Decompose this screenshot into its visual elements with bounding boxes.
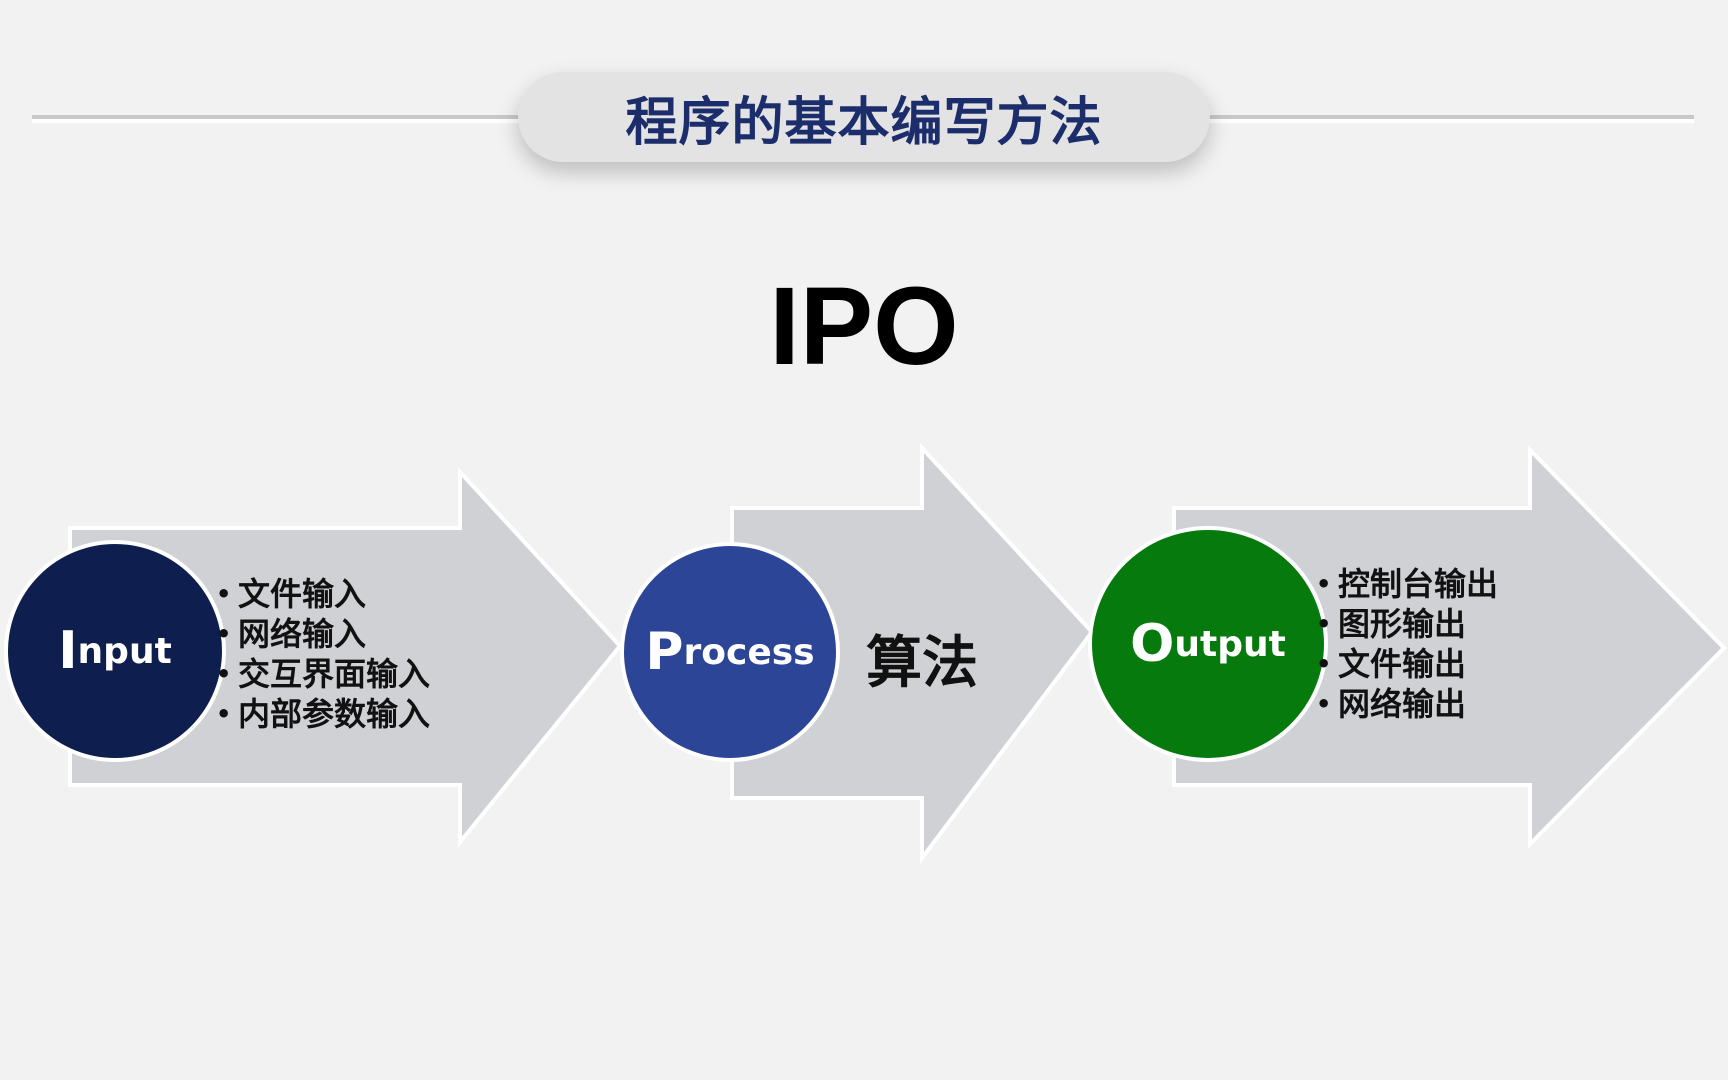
input-item: 网络输入 <box>216 614 430 654</box>
output-list: 控制台输出 图形输出 文件输出 网络输出 <box>1316 564 1498 724</box>
slide-title: 程序的基本编写方法 <box>625 92 1103 153</box>
ipo-heading: IPO <box>769 265 959 388</box>
output-item: 网络输出 <box>1316 684 1498 724</box>
output-label: utput <box>1174 623 1286 665</box>
input-item: 交互界面输入 <box>216 654 430 694</box>
input-list: 文件输入 网络输入 交互界面输入 内部参数输入 <box>216 574 430 734</box>
input-initial: I <box>58 621 78 681</box>
output-item: 文件输出 <box>1316 644 1498 684</box>
process-text: 算法 <box>866 631 978 696</box>
output-item: 图形输出 <box>1316 604 1498 644</box>
process-label: rocess <box>683 631 815 673</box>
process-initial: P <box>645 622 684 682</box>
process-arrow <box>730 442 1095 864</box>
title-divider-left <box>32 115 524 123</box>
input-label: nput <box>77 630 172 672</box>
title-divider-right <box>1206 115 1694 123</box>
input-item: 内部参数输入 <box>216 694 430 734</box>
output-initial: O <box>1130 614 1175 674</box>
output-item: 控制台输出 <box>1316 564 1498 604</box>
input-item: 文件输入 <box>216 574 430 614</box>
title-banner: 程序的基本编写方法 <box>518 72 1210 162</box>
